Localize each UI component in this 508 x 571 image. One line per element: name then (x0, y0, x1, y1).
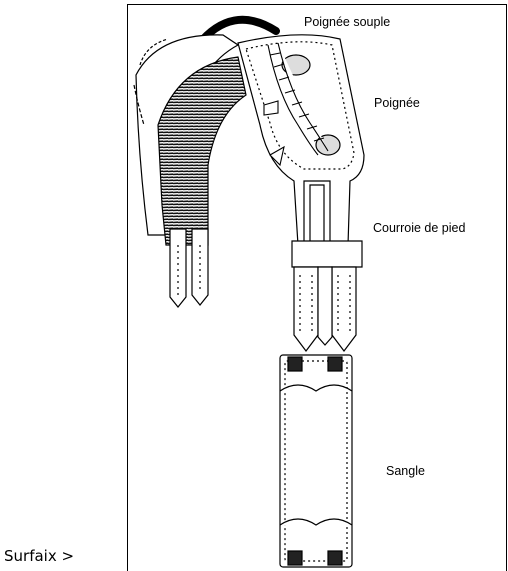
figure-caption: Surfaix > (4, 547, 74, 565)
label-handle: Poignée (374, 96, 420, 110)
diagram-frame: Poignée souple Poignée Courroie de pied … (127, 4, 507, 571)
girth-strap (280, 355, 352, 567)
left-flap (134, 35, 246, 245)
surcingle-diagram: Poignée souple Poignée Courroie de pied … (128, 5, 506, 571)
right-pad (238, 35, 364, 245)
label-foot-strap: Courroie de pied (373, 221, 465, 235)
label-girth: Sangle (386, 464, 425, 478)
label-soft-handle: Poignée souple (304, 15, 390, 29)
